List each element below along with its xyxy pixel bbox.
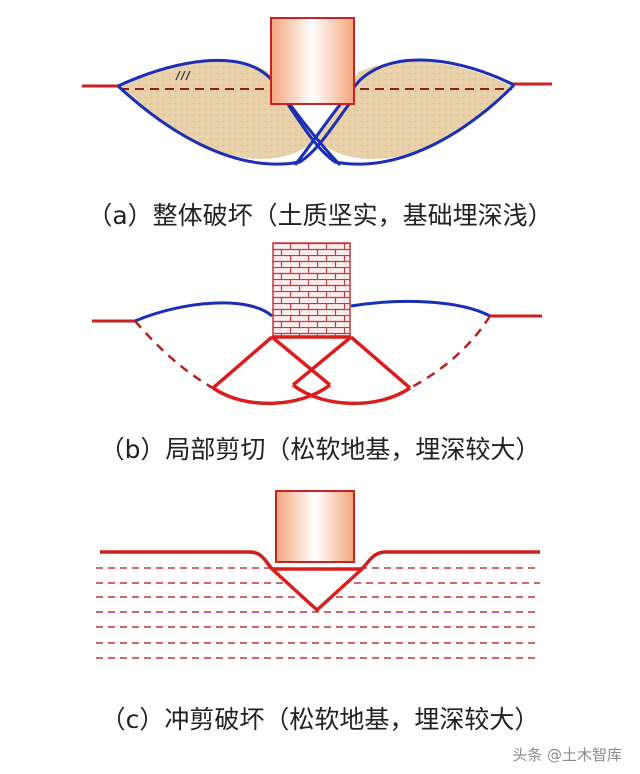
panel-c-punching-shear — [96, 490, 540, 659]
caption-b: （b）局部剪切（松软地基，埋深较大） — [100, 435, 541, 464]
soil-wedge-left — [120, 61, 316, 159]
caption-a: （a）整体破坏（土质坚实，基础埋深浅） — [87, 201, 552, 230]
dashed-failure-left — [134, 320, 214, 390]
failure-surface-right — [283, 58, 516, 166]
ground-surface-c — [100, 550, 540, 571]
heave-curve-left — [134, 301, 274, 323]
rigid-footing-block-a — [270, 17, 355, 105]
panel-a-general-shear — [82, 17, 552, 167]
shear-wedges — [211, 335, 412, 406]
caption-c: （c）冲剪破坏（松软地基，埋深较大） — [101, 705, 540, 734]
soil-layer-dashes — [96, 567, 540, 659]
dashed-failure-right — [409, 315, 492, 390]
heave-curve-right — [350, 299, 491, 318]
panel-b-local-shear — [92, 242, 542, 406]
soil-wedge-right — [316, 61, 512, 159]
punch-wedge — [270, 567, 364, 612]
watermark: 头条 @土木智库 — [512, 746, 622, 764]
hatch-marks — [175, 70, 191, 81]
failure-surface-left — [116, 58, 354, 167]
brick-masonry-footing — [272, 242, 351, 338]
rigid-footing-block-c — [275, 490, 355, 563]
